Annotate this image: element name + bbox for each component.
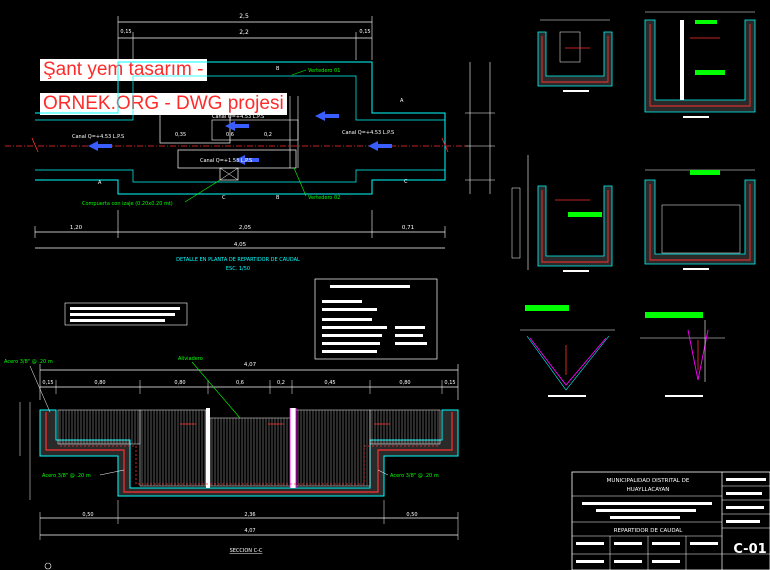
section-dim-06: 0,6 (236, 380, 244, 386)
section-dim-080b: 0,80 (174, 380, 185, 386)
plan-canal-top: Canal Q=+4.53 L.P.S (212, 114, 264, 120)
titleblock-plan-name: REPARTIDOR DE CAUDAL (614, 528, 684, 534)
section-cc: 4,07 0,15 0,80 0,80 0,6 0,2 0,45 0,80 0,… (4, 356, 459, 570)
plan-cut-b2: B (276, 195, 280, 201)
plan-dim-22: 2,2 (239, 29, 249, 36)
section-acero-bl: Acero 3/8" @ .20 m (42, 473, 91, 479)
section-dim-015b: 0,15 (444, 380, 455, 386)
plan-dim-total: 2,5 (239, 13, 249, 20)
section-dim-236: 2,36 (244, 512, 255, 518)
plan-canal-left: Canal Q=+4.53 L.P.S (72, 134, 124, 140)
plan-dim-071: 0,71 (402, 225, 414, 231)
section-aliviadero: Aliviadero (178, 356, 203, 362)
plan-cut-c2: C (404, 179, 408, 185)
detail-3 (511, 155, 613, 272)
titleblock-sheet: C-01 (733, 542, 766, 557)
watermark-line2: ORNEK.ORG - DWG projesi (40, 93, 287, 115)
plan-vertedero1: Vertedero 01 (308, 68, 340, 74)
detail-1 (537, 19, 613, 92)
plan-dim-02: 0,2 (264, 132, 272, 138)
plan-dim-015-left: 0,15 (120, 29, 131, 35)
titleblock-org-line2: HUAYLLACAYAN (627, 487, 670, 493)
plan-dim-205: 2,05 (239, 225, 252, 231)
plan-scale: ESC. 1/50 (226, 266, 250, 272)
plan-cut-a1: A (98, 180, 102, 186)
section-dim-407-top: 4,07 (244, 362, 257, 368)
detail-5 (520, 305, 615, 397)
notes-left (64, 302, 188, 326)
watermark-line1: Şant yem tasarım - (40, 59, 207, 81)
section-dim-080a: 0,80 (94, 380, 105, 386)
section-acero-top: Acero 3/8" @ .20 m (4, 359, 53, 365)
plan-dim-120: 1,20 (70, 225, 83, 231)
plan-dim-015-right: 0,15 (359, 29, 370, 35)
section-dim-080c: 0,80 (399, 380, 410, 386)
plan-view: 2,5 0,15 2,2 0,15 Canal Q=+4.53 L.P.S Ca… (5, 13, 495, 272)
section-dim-02: 0,2 (277, 380, 285, 386)
notes-right (314, 278, 438, 360)
section-dim-407-bottom: 4,07 (244, 528, 255, 534)
section-title: SECCION C-C (230, 548, 263, 554)
detail-sections (511, 11, 756, 397)
plan-canal-mid: Canal Q=+1.53 L.P.S (200, 158, 252, 164)
plan-dim-405: 4,05 (234, 242, 247, 248)
plan-cut-a2: A (400, 98, 404, 104)
detail-4 (644, 169, 756, 270)
plan-compuerta: Compuerta con izaje (0.20x0.20 mt) (82, 201, 173, 207)
section-dim-050a: 0,50 (82, 512, 93, 518)
plan-cut-b1: B (276, 66, 280, 72)
plan-cut-c1: C (222, 195, 226, 201)
plan-dim-06: 0,6 (226, 132, 234, 138)
plan-vertedero2: Vertedero 02 (308, 195, 340, 201)
title-block: MUNICIPALIDAD DISTRITAL DE HUAYLLACAYAN … (571, 471, 770, 570)
detail-6 (640, 312, 725, 397)
plan-title: DETALLE EN PLANTA DE REPARTIDOR DE CAUDA… (176, 257, 300, 263)
section-acero-br: Acero 3/8" @ .20 m (390, 473, 439, 479)
detail-2 (644, 11, 756, 118)
titleblock-org-line1: MUNICIPALIDAD DISTRITAL DE (607, 478, 690, 484)
plan-canal-right: Canal Q=+4.53 L.P.S (342, 130, 394, 136)
section-dim-015a: 0,15 (42, 380, 53, 386)
section-dim-050b: 0,50 (406, 512, 417, 518)
section-dim-045: 0,45 (324, 380, 335, 386)
plan-dim-035: 0,35 (175, 132, 186, 138)
